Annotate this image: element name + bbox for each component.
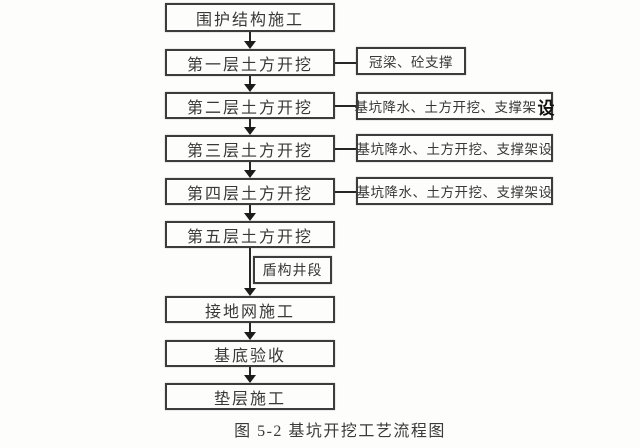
- flow-box-enclosure-structure: 围护结构施工: [165, 3, 335, 32]
- flow-box-layer2-excavation: 第二层土方开挖: [165, 92, 335, 119]
- arrow-down-icon: [244, 127, 256, 135]
- flow-box-layer4-excavation: 第四层土方开挖: [165, 178, 335, 205]
- flow-box-label: 第二层土方开挖: [186, 99, 313, 117]
- flow-box-label: 基底验收: [213, 347, 286, 365]
- arrow-line-1: [249, 32, 251, 41]
- flow-box-label: 第三层土方开挖: [186, 142, 313, 160]
- figure-caption: 图 5-2 基坑开挖工艺流程图: [234, 423, 446, 440]
- arrow-line-5: [249, 205, 251, 213]
- connector-layer2-side: [335, 105, 356, 107]
- side-box-label: 基坑降水、土方开挖、支撑架设: [356, 185, 553, 200]
- arrow-line-4: [249, 162, 251, 170]
- arrow-line-6-shield-branch: [249, 248, 251, 288]
- side-box-label-suffix: 设: [537, 98, 555, 118]
- arrow-down-icon: [244, 84, 256, 92]
- flow-box-label: 围护结构施工: [195, 11, 304, 29]
- flow-box-grounding-grid: 接地网施工: [165, 296, 335, 323]
- flow-box-label: 垫层施工: [213, 390, 286, 408]
- arrow-down-icon: [244, 375, 256, 383]
- flow-box-layer5-excavation: 第五层土方开挖: [165, 221, 335, 248]
- side-box-label: 基坑降水、土方开挖、支撑架: [354, 100, 537, 115]
- side-box-dewatering-1: 基坑降水、土方开挖、支撑架设: [354, 92, 555, 120]
- flow-box-layer3-excavation: 第三层土方开挖: [165, 135, 335, 162]
- flow-box-layer1-excavation: 第一层土方开挖: [165, 49, 335, 76]
- flow-box-cushion-construction: 垫层施工: [165, 383, 335, 410]
- flow-box-label: 第五层土方开挖: [186, 228, 313, 246]
- arrow-down-icon: [244, 288, 256, 296]
- arrow-line-7: [249, 323, 251, 332]
- branch-box-shield-well-section: 盾构井段: [253, 256, 332, 284]
- side-box-label: 基坑降水、土方开挖、支撑架设: [356, 142, 553, 157]
- arrow-down-icon: [244, 41, 256, 49]
- connector-layer3-side: [335, 148, 356, 150]
- connector-layer1-side: [335, 62, 356, 64]
- side-box-crown-beam: 冠梁、砼支撑: [356, 47, 466, 75]
- flow-box-label: 第一层土方开挖: [186, 56, 313, 74]
- branch-box-label: 盾构井段: [262, 264, 323, 279]
- flow-box-label: 第四层土方开挖: [186, 185, 313, 203]
- side-box-dewatering-2: 基坑降水、土方开挖、支撑架设: [356, 134, 553, 162]
- connector-layer4-side: [335, 191, 356, 193]
- flow-box-label: 接地网施工: [204, 303, 295, 321]
- flow-box-base-acceptance: 基底验收: [165, 340, 335, 367]
- arrow-line-3: [249, 119, 251, 127]
- side-box-dewatering-3: 基坑降水、土方开挖、支撑架设: [356, 177, 553, 205]
- arrow-down-icon: [244, 170, 256, 178]
- arrow-line-2: [249, 76, 251, 84]
- side-box-label: 冠梁、砼支撑: [369, 55, 453, 70]
- arrow-line-8: [249, 367, 251, 375]
- arrow-down-icon: [244, 213, 256, 221]
- arrow-down-icon: [244, 332, 256, 340]
